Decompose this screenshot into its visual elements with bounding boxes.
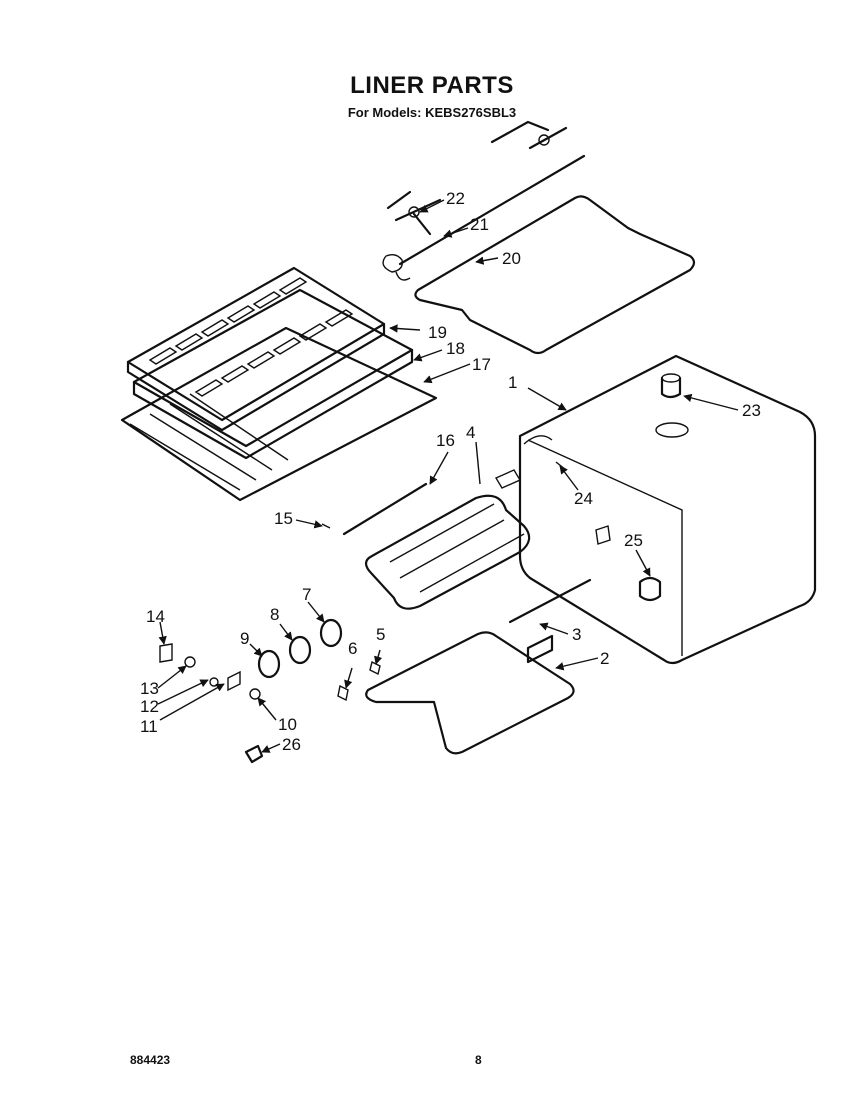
callout-14: 14 bbox=[146, 607, 165, 626]
page-number: 8 bbox=[475, 1053, 482, 1067]
callout-9: 9 bbox=[240, 629, 249, 648]
callout-19: 19 bbox=[428, 323, 447, 342]
callout-8: 8 bbox=[270, 605, 279, 624]
callout-13: 13 bbox=[140, 679, 159, 698]
callout-12: 12 bbox=[140, 697, 159, 716]
callout-5: 5 bbox=[376, 625, 385, 644]
callout-1: 1 bbox=[508, 373, 517, 392]
callout-18: 18 bbox=[446, 339, 465, 358]
leader-lines bbox=[157, 199, 739, 753]
callout-22: 22 bbox=[446, 189, 465, 208]
seal-frame bbox=[414, 195, 696, 355]
callout-2: 2 bbox=[600, 649, 609, 668]
model-subtitle: For Models: KEBS276SBL3 bbox=[347, 105, 517, 120]
document-code: 884423 bbox=[130, 1053, 171, 1067]
callout-4: 4 bbox=[466, 423, 475, 442]
callout-15: 15 bbox=[274, 509, 293, 528]
probe-assembly bbox=[382, 120, 586, 281]
callout-23: 23 bbox=[742, 401, 761, 420]
rack-slots bbox=[148, 277, 354, 397]
callout-3: 3 bbox=[572, 625, 581, 644]
small-parts bbox=[159, 523, 381, 764]
oven-liner-box bbox=[518, 354, 817, 665]
callout-labels: 1 2 3 4 5 6 7 8 9 10 11 12 13 14 15 16 1… bbox=[140, 189, 761, 754]
callout-25: 25 bbox=[624, 531, 643, 550]
callout-17: 17 bbox=[472, 355, 491, 374]
callout-20: 20 bbox=[502, 249, 521, 268]
callout-11: 11 bbox=[140, 717, 158, 736]
callout-26: 26 bbox=[282, 735, 301, 754]
broil-element bbox=[365, 631, 575, 755]
callout-21: 21 bbox=[470, 215, 489, 234]
callout-10: 10 bbox=[278, 715, 297, 734]
callout-6: 6 bbox=[348, 639, 357, 658]
page-title: LINER PARTS bbox=[350, 72, 514, 99]
bake-element bbox=[364, 469, 531, 610]
rack-stack bbox=[120, 266, 438, 502]
callout-24: 24 bbox=[574, 489, 593, 508]
callout-16: 16 bbox=[436, 431, 455, 450]
callout-7: 7 bbox=[302, 585, 311, 604]
